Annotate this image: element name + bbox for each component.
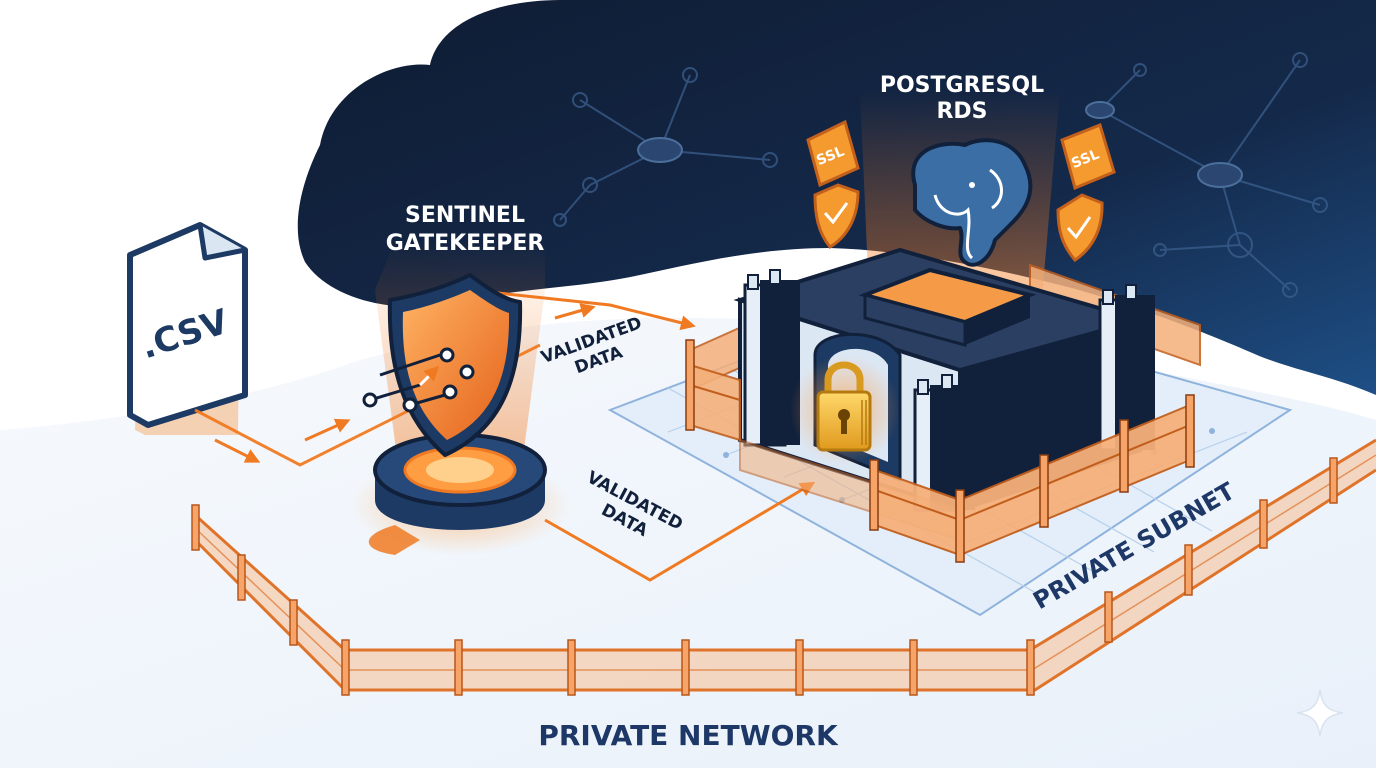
private-network-label: PRIVATE NETWORK xyxy=(538,719,839,752)
checkmark-shield-left xyxy=(813,183,860,249)
padlock-icon xyxy=(790,355,900,465)
sentinel-gatekeeper: SENTINEL GATEKEEPER xyxy=(350,203,570,555)
database-title-line1: POSTGRESQL xyxy=(880,73,1044,98)
database-title-line2: RDS xyxy=(936,99,987,124)
ssl-badge-right: SSL xyxy=(1060,123,1116,191)
sparkle-icon xyxy=(1296,689,1344,737)
gatekeeper-title-line2: GATEKEEPER xyxy=(386,231,545,256)
gatekeeper-title-line1: SENTINEL xyxy=(405,203,525,228)
elephant-icon xyxy=(911,138,1033,267)
csv-file-icon: .CSV xyxy=(127,222,248,435)
database-fortress xyxy=(685,247,1201,563)
checkmark-shield-right xyxy=(1056,193,1104,262)
private-network-fence xyxy=(191,438,1376,696)
shield-icon xyxy=(362,273,523,457)
ssl-badge-left: SSL xyxy=(806,119,860,188)
